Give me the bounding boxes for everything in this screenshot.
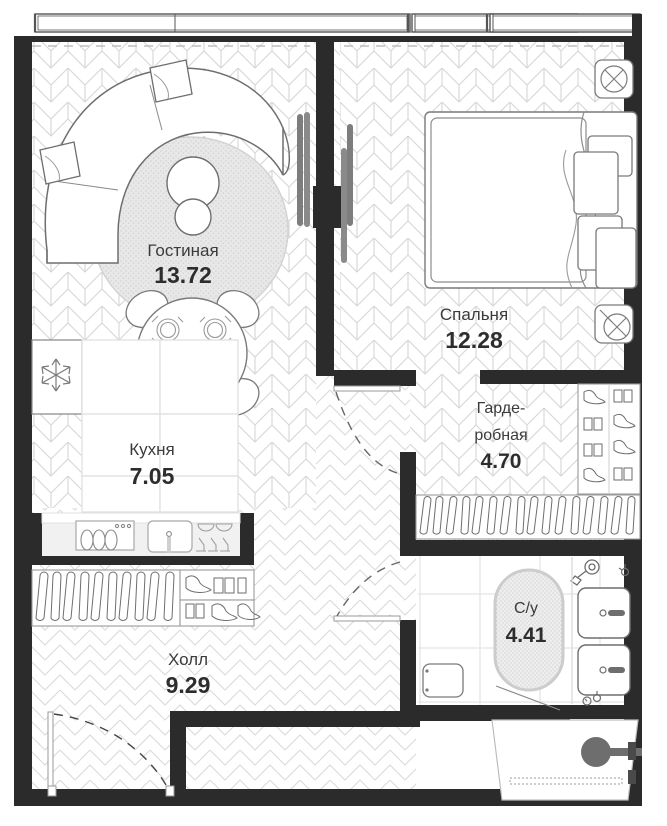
hall-storage <box>31 569 261 627</box>
room-label-kitchen-area: 7.05 <box>130 463 175 489</box>
wall-hall-bottom <box>170 711 420 727</box>
shower-tray <box>493 568 565 692</box>
sliding-door[interactable] <box>297 114 353 226</box>
snowflake-icon <box>41 358 71 392</box>
room-label-wardrobe-name-2: робная <box>474 427 527 444</box>
balcony-valve <box>581 737 642 767</box>
room-label-bathroom-area: 4.41 <box>506 624 547 647</box>
interior-door[interactable] <box>333 615 401 622</box>
wall-bedroom-bottom <box>334 370 416 386</box>
room-label-wardrobe-name-1: Гарде- <box>477 400 526 417</box>
sliding-door-pocket <box>313 186 343 228</box>
refrigerator <box>31 339 83 415</box>
room-label-hall-name: Холл <box>168 650 208 669</box>
room-label-hall-area: 9.29 <box>166 672 211 698</box>
wall-exterior-left <box>14 36 32 216</box>
valve-icon <box>618 564 630 577</box>
wall-bedroom-bottom-right <box>480 370 640 384</box>
mattress <box>430 117 587 283</box>
door-swing-arc <box>336 561 401 617</box>
kitchen-furniture <box>31 339 241 556</box>
room-label-bedroom-area: 12.28 <box>445 327 503 353</box>
pillow <box>573 135 637 289</box>
facade-pier <box>632 14 642 36</box>
curved-sofa <box>44 67 284 264</box>
room-label-living-name: Гостиная <box>147 241 218 260</box>
balcony <box>491 719 642 801</box>
kitchen-sink <box>147 520 193 553</box>
hanger-icon <box>35 571 175 621</box>
nightstand-lamp <box>594 304 634 344</box>
room-labels: Гостиная 13.72 Спальня 12.28 Гарде- робн… <box>129 241 547 698</box>
wall-corridor-bathroom <box>400 620 416 720</box>
radiator <box>341 148 347 263</box>
side-table <box>174 198 212 236</box>
radiator <box>304 112 310 227</box>
room-label-bathroom-name: С/у <box>514 600 538 617</box>
balcony-rail <box>509 777 623 785</box>
shoe-icon <box>185 575 261 621</box>
door-swing-arc <box>53 713 171 793</box>
shoe-rack <box>179 569 255 601</box>
facade-windows <box>33 13 641 33</box>
door-swing-arc <box>335 391 401 475</box>
valve-icon <box>582 691 602 706</box>
wall-wardrobe-bathroom <box>400 540 640 556</box>
wall-bathroom-bottom <box>400 705 570 721</box>
room-label-kitchen-name: Кухня <box>129 440 175 459</box>
nightstand-lamp <box>594 59 634 99</box>
room-label-living-area: 13.72 <box>154 262 212 288</box>
bathroom-fixtures <box>422 557 631 711</box>
doors[interactable] <box>47 385 401 797</box>
wall-exterior-bottom <box>14 789 174 806</box>
wall-kitchen-right <box>240 513 254 561</box>
dryer <box>577 644 631 696</box>
kitchen-cabinet <box>81 339 239 513</box>
hanger-icon <box>419 496 636 535</box>
glassware-shelf <box>196 523 233 552</box>
room-label-bedroom-name: Спальня <box>440 305 508 324</box>
wall-kitchen-left <box>30 513 42 557</box>
entry-door[interactable] <box>47 711 54 797</box>
balcony-outline <box>491 719 639 801</box>
bedroom-furniture <box>424 59 638 344</box>
wall-center-upper <box>316 42 334 186</box>
hanger-rail <box>31 569 181 627</box>
stovetop <box>75 520 135 551</box>
cushion <box>39 59 193 185</box>
shoe-icon <box>583 389 636 483</box>
toilet <box>422 663 464 698</box>
interior-door[interactable] <box>333 385 401 392</box>
washing-machine <box>577 587 631 639</box>
wardrobe-furniture <box>415 383 641 540</box>
shower-door[interactable] <box>495 685 561 711</box>
wall-center-lower <box>316 228 334 376</box>
wall-corridor-wardrobe <box>400 452 416 552</box>
room-label-wardrobe-area: 4.70 <box>481 450 522 473</box>
